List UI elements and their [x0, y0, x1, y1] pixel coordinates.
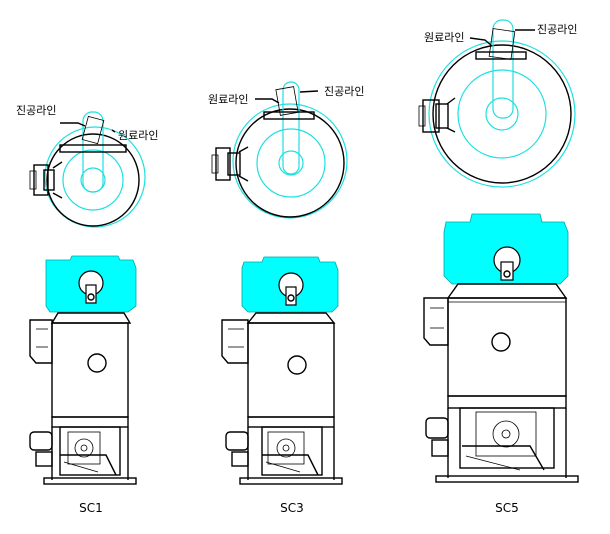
sc1-top-view — [29, 111, 146, 228]
sc5-material-line-label: 원료라인 — [424, 31, 464, 44]
sc3-top-view — [211, 81, 348, 219]
sc5-top-view — [418, 19, 576, 188]
sc5-model-label: SC5 — [495, 501, 519, 515]
sc3-front-view — [221, 256, 343, 485]
sc1-material-line-label: 원료라인 — [118, 129, 158, 142]
sc1-model-label: SC1 — [79, 501, 103, 515]
sc3-material-line-label: 원료라인 — [208, 93, 248, 106]
sc3-vacuum-line-label: 진공라인 — [324, 85, 364, 98]
sc5-vacuum-line-label: 진공라인 — [537, 23, 577, 36]
sc1-front-view — [29, 255, 137, 485]
sc5-front-view — [423, 213, 579, 483]
sc3-model-label: SC3 — [280, 501, 304, 515]
sc1-vacuum-line-label: 진공라인 — [16, 104, 56, 117]
